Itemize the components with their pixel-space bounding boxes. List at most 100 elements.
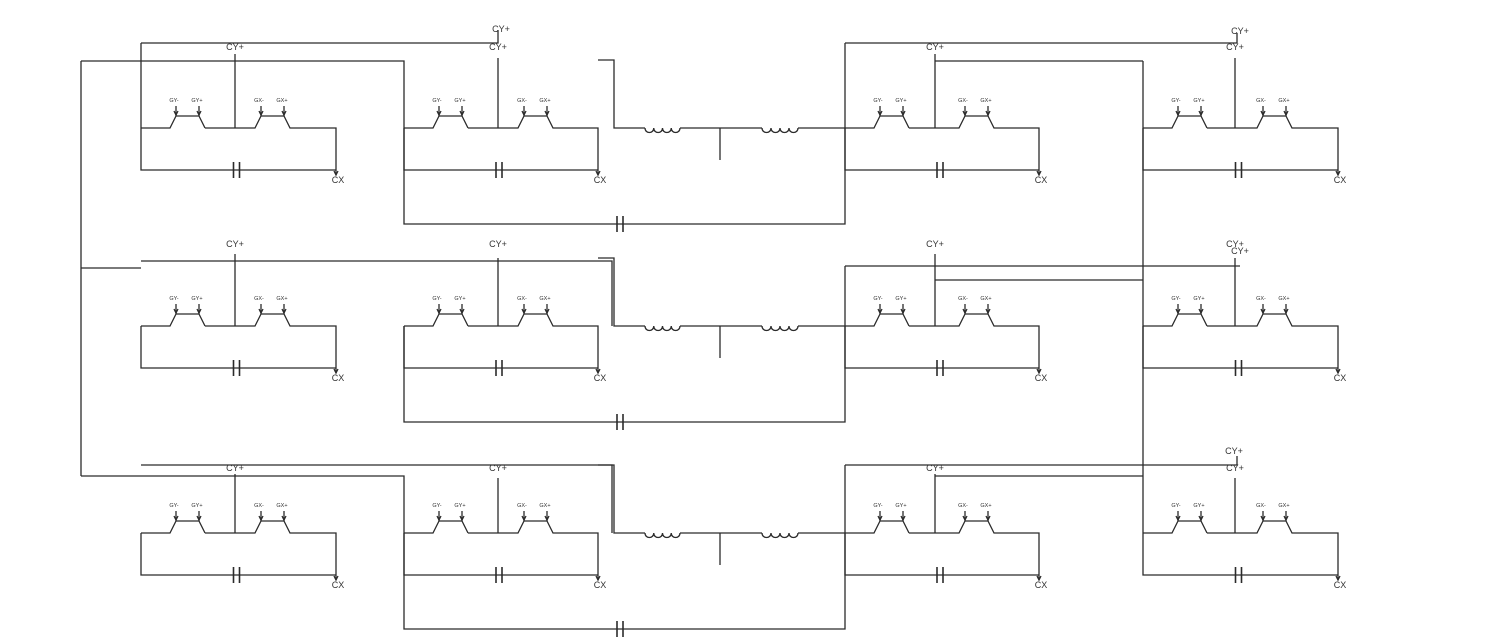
cap-rail <box>140 533 336 576</box>
tap-arrow-icon <box>1260 110 1266 117</box>
tap-gx-plus: GX+ <box>276 98 288 117</box>
tap-arrow-icon <box>459 308 465 315</box>
tap-gx-minus: GX- <box>1256 503 1266 522</box>
tap-gx-plus: GX+ <box>980 503 992 522</box>
bus-left <box>1143 520 1208 534</box>
supply-label: CY+ <box>1226 463 1244 473</box>
tap-label: GX- <box>254 296 264 302</box>
tap-label: GY- <box>432 296 441 302</box>
tap-arrow-icon <box>1283 110 1289 117</box>
tap-arrow-icon <box>1260 515 1266 522</box>
tap-label: GY+ <box>191 296 202 302</box>
bus-right <box>468 520 599 579</box>
tap-gy-minus: GY- <box>873 503 883 522</box>
tap-arrow-icon <box>985 110 991 117</box>
series-feed-left <box>598 464 645 534</box>
tap-label: GY- <box>432 98 441 104</box>
tap-arrow-icon <box>962 308 968 315</box>
output-label: CX <box>1035 373 1048 383</box>
tap-label: GY- <box>169 503 178 509</box>
bus-left <box>1143 115 1208 129</box>
tap-gy-minus: GY- <box>1171 98 1181 117</box>
tap-gx-plus: GX+ <box>1278 503 1290 522</box>
bus-right <box>205 115 337 174</box>
tap-arrow-icon <box>281 308 287 315</box>
series-feed-left <box>598 59 645 129</box>
tap-arrow-icon <box>258 515 264 522</box>
tap-arrow-icon <box>544 110 550 117</box>
bus-right <box>468 313 599 372</box>
bus-right <box>1207 520 1339 579</box>
tap-gx-plus: GX+ <box>980 296 992 315</box>
tap-gx-minus: GX- <box>254 296 264 315</box>
tap-label: GX+ <box>539 503 550 509</box>
tap-label: GX+ <box>980 503 991 509</box>
tap-label: GX+ <box>1278 296 1289 302</box>
tap-label: GY+ <box>1193 503 1204 509</box>
tap-label: GY+ <box>895 296 906 302</box>
row3-right-top <box>845 456 1238 466</box>
tap-gy-plus: GY+ <box>454 98 466 117</box>
tap-label: GX- <box>958 98 968 104</box>
tap-arrow-icon <box>436 515 442 522</box>
tap-label: GY- <box>1171 503 1180 509</box>
tap-gy-plus: GY+ <box>454 503 466 522</box>
output-label: CX <box>332 175 345 185</box>
supply-label-outer: CY+ <box>1231 26 1249 36</box>
output-arrow-icon <box>333 170 339 177</box>
row2-top-link <box>141 260 613 326</box>
decoupling-capacitor <box>936 360 944 376</box>
circuit-cell: CX GY- GY+ GX- GX+ CY+ <box>1142 463 1347 590</box>
coupling-capacitor <box>616 216 624 232</box>
bus-right <box>909 313 1040 372</box>
coupling-loop <box>403 326 846 423</box>
supply-label: CY+ <box>926 239 944 249</box>
bus-right <box>909 520 1040 579</box>
tap-gy-minus: GY- <box>432 296 442 315</box>
decoupling-capacitor <box>495 162 503 178</box>
row1-top-link <box>141 30 499 44</box>
tap-label: GX- <box>254 98 264 104</box>
cap-rail <box>1142 533 1338 576</box>
output-label: CX <box>1334 373 1347 383</box>
inductor-right <box>761 325 799 332</box>
tap-arrow-icon <box>985 515 991 522</box>
output-label: CX <box>1334 580 1347 590</box>
tap-gx-minus: GX- <box>1256 296 1266 315</box>
output-arrow-icon <box>1335 575 1341 582</box>
tap-gy-minus: GY- <box>169 296 179 315</box>
tap-gx-minus: GX- <box>254 98 264 117</box>
bus-right <box>468 115 599 174</box>
tap-label: GX+ <box>276 503 287 509</box>
tap-gx-minus: GX- <box>958 296 968 315</box>
tap-arrow-icon <box>459 515 465 522</box>
tap-gy-minus: GY- <box>873 98 883 117</box>
cap-rail <box>844 533 1039 576</box>
output-label: CX <box>332 580 345 590</box>
bus-right <box>909 115 1040 174</box>
cap-rail <box>140 128 336 171</box>
tap-gx-minus: GX- <box>958 98 968 117</box>
bus-left <box>404 520 469 534</box>
tap-arrow-icon <box>196 110 202 117</box>
inductor-left <box>644 532 681 539</box>
supply-label: CY+ <box>226 42 244 52</box>
bus-left <box>1143 313 1208 327</box>
tap-gy-plus: GY+ <box>191 98 203 117</box>
tap-label: GY+ <box>1193 98 1204 104</box>
bus-left <box>141 313 206 327</box>
output-arrow-icon <box>1036 368 1042 375</box>
tap-arrow-icon <box>521 308 527 315</box>
row-couplers <box>403 59 846 637</box>
row3-top-link <box>141 464 613 533</box>
tap-label: GX+ <box>1278 98 1289 104</box>
tap-label: GY- <box>1171 98 1180 104</box>
tap-arrow-icon <box>173 308 179 315</box>
tap-arrow-icon <box>1198 515 1204 522</box>
tap-arrow-icon <box>521 515 527 522</box>
tap-arrow-icon <box>436 110 442 117</box>
cap-rail <box>403 128 598 171</box>
